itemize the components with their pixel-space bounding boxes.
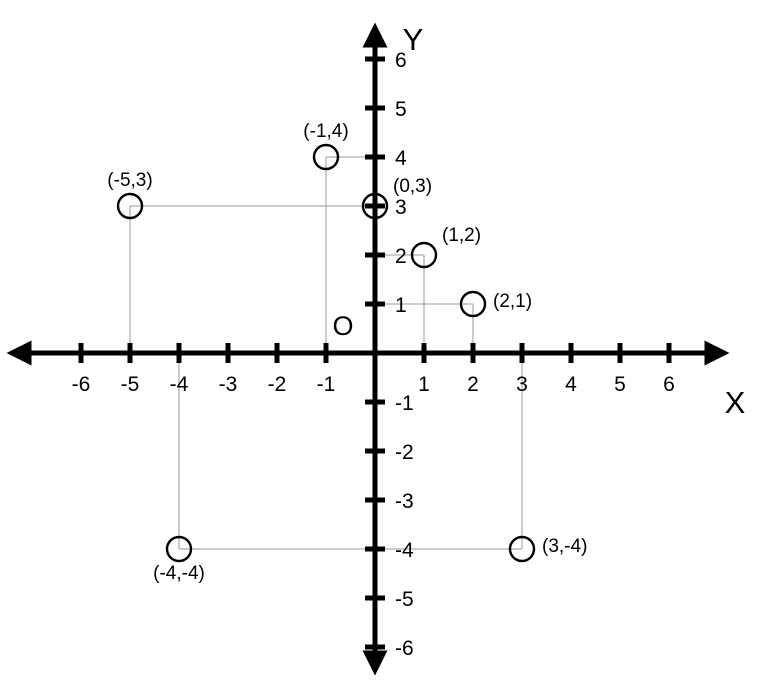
axis-names-layer: Y X O <box>332 22 745 420</box>
x-axis-tick-label: -2 <box>268 373 287 396</box>
y-axis-tick-label: -2 <box>395 441 414 464</box>
y-axis-tick-label: 6 <box>395 49 407 72</box>
y-axis-tick-label: 1 <box>395 294 407 317</box>
y-axis-name-label: Y <box>403 22 424 57</box>
data-point-label: (3,-4) <box>542 536 587 557</box>
data-point-label: (-4,-4) <box>153 563 205 584</box>
data-point-marker <box>410 241 438 269</box>
y-axis-tick-label: 5 <box>395 98 407 121</box>
y-axis-tick-label: -6 <box>395 637 414 660</box>
data-point-label: (-5,3) <box>107 170 152 191</box>
data-point-marker <box>116 192 144 220</box>
y-axis-tick-label: -1 <box>395 392 414 415</box>
y-axis-tick-label: 3 <box>395 196 407 219</box>
y-axis-tick-label: 2 <box>395 245 407 268</box>
x-axis-tick-label: 2 <box>467 373 479 396</box>
data-point-marker <box>459 290 487 318</box>
data-point-label: (0,3) <box>393 176 432 197</box>
y-axis-tick-label: -4 <box>395 539 414 562</box>
axes-layer <box>6 22 730 676</box>
x-axis-tick-label: 3 <box>516 373 528 396</box>
x-axis-tick-label: -6 <box>72 373 91 396</box>
x-axis-tick-label: 1 <box>418 373 430 396</box>
y-axis-tick-label: 4 <box>395 147 407 170</box>
x-axis-name-label: X <box>725 385 746 420</box>
data-points-layer <box>116 143 536 563</box>
data-point-labels-layer: (-1,4) (-5,3) (0,3) (1,2) (2,1) (-4,-4) (3,-4) <box>107 121 587 584</box>
data-point-marker <box>312 143 340 171</box>
y-axis-tick-label: -5 <box>395 588 414 611</box>
data-point-marker <box>508 535 536 563</box>
data-point-marker <box>165 535 193 563</box>
x-axis-tick-label: 5 <box>614 373 626 396</box>
axis-ticks-layer <box>78 56 672 650</box>
x-axis-tick-label: -5 <box>121 373 140 396</box>
x-axis-tick-label: 6 <box>663 373 675 396</box>
x-axis-tick-label: -3 <box>219 373 238 396</box>
data-point-label: (2,1) <box>493 291 532 312</box>
y-axis-tick-label: -3 <box>395 490 414 513</box>
x-axis-tick-label: -4 <box>170 373 189 396</box>
x-axis-tick-label: 4 <box>565 373 577 396</box>
x-axis-tick-label: -1 <box>317 373 336 396</box>
data-point-label: (-1,4) <box>303 121 348 142</box>
data-point-label: (1,2) <box>442 225 481 246</box>
data-point-marker <box>361 192 389 220</box>
origin-label: O <box>332 311 353 341</box>
